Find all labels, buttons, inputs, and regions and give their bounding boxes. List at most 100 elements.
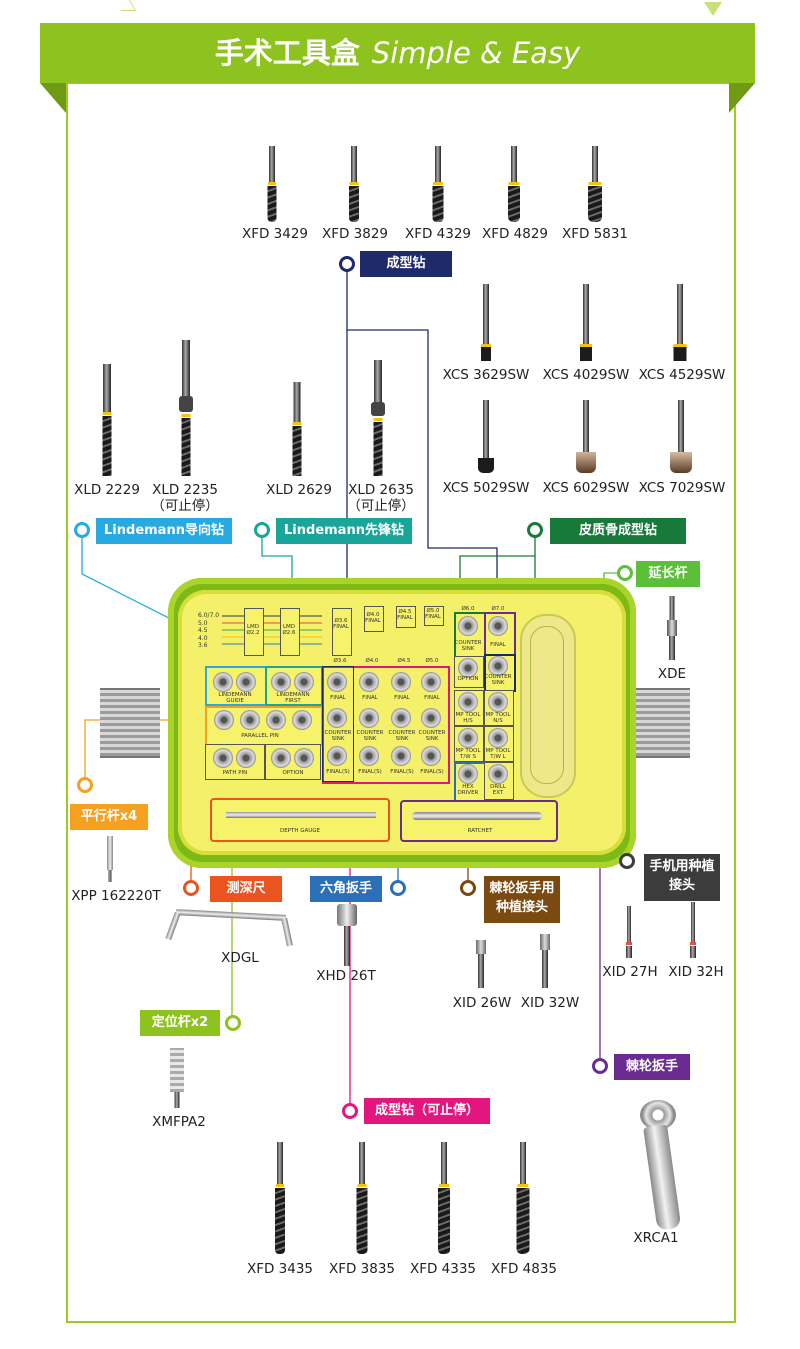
drill-xfd3429-icon <box>264 146 280 222</box>
forming-stop-tag: 成型钻（可止停） <box>364 1098 490 1124</box>
hex-driver-label: HEX DRIVER <box>457 784 479 796</box>
xdgl-label: XDGL <box>221 950 259 966</box>
final-label: FINAL <box>490 642 506 648</box>
drill-xfd4329-icon <box>430 146 446 222</box>
countersink-label: XCS 6029SW <box>542 480 630 496</box>
implant-adapter-icon <box>474 940 488 988</box>
final-s-label: FINAL(S) <box>358 769 382 775</box>
well <box>236 672 256 692</box>
locator-rod-icon <box>168 1048 186 1108</box>
tray-hinge-left <box>100 688 160 758</box>
guide-label: LINDEMANN GUIDE <box>218 692 252 704</box>
tray-color-lines <box>222 615 322 645</box>
final-slot-label: Ø3.6 FINAL <box>333 618 349 630</box>
well <box>391 708 411 728</box>
well <box>214 710 234 730</box>
ratchet-adapter-line1: 棘轮扳手用 <box>489 881 555 896</box>
extension-holder <box>520 614 576 798</box>
depth-gauge-label: DEPTH GAUGE <box>279 828 321 834</box>
green-marker <box>617 565 633 581</box>
lindemann-note: （可止停） <box>151 498 219 514</box>
final-s-label: FINAL(S) <box>326 769 350 775</box>
orange-marker <box>77 777 93 793</box>
diam-item: 4.5 <box>198 627 208 634</box>
bottom-drill-label: XFD 4335 <box>409 1261 477 1277</box>
purple-marker <box>592 1058 608 1074</box>
parallel-tag: 平行杆x4 <box>70 804 148 830</box>
drill-xfd3829-icon <box>346 146 362 222</box>
xid32h-label: XID 32H <box>668 964 724 980</box>
hex-wrench-icon <box>336 904 358 966</box>
xid27h-label: XID 27H <box>602 964 658 980</box>
well <box>240 710 260 730</box>
magenta-marker <box>342 1103 358 1119</box>
top-drill-label: XFD 3829 <box>321 226 389 242</box>
extension-tag: 延长杆 <box>636 561 700 587</box>
drill-grid <box>322 666 450 784</box>
xde-label: XDE <box>657 666 687 682</box>
well <box>271 748 291 768</box>
lmd-slot <box>244 608 264 656</box>
page-subtitle: Simple & Easy <box>371 36 581 70</box>
final-slot <box>396 606 416 628</box>
ratchet-adapter-tag: 棘轮扳手用 种植接头 <box>484 876 560 923</box>
depth-gauge-tool <box>226 812 376 818</box>
counter-sink-label: COUNTER SINK <box>454 640 482 652</box>
cyan-marker <box>74 522 90 538</box>
counter-sink-label: COUNTER SINK <box>418 730 446 742</box>
countersink-icon <box>578 284 594 361</box>
depth-gauge-slot <box>210 798 390 842</box>
countersink-label: XCS 7029SW <box>638 480 726 496</box>
final-slot <box>424 606 444 626</box>
d60-label: Ø6.0 <box>461 606 475 612</box>
handpiece-tag: 手机用种植 接头 <box>644 854 720 901</box>
lindemann-label: XLD 2229 <box>74 482 140 498</box>
option-label: OPTION <box>282 770 304 776</box>
banner-fold-left <box>40 83 66 113</box>
final-slot <box>364 606 384 632</box>
lindemann-drill-icon <box>368 360 388 476</box>
bottom-drill-label: XFD 3435 <box>246 1261 314 1277</box>
ratchet-tag: 棘轮扳手 <box>614 1054 690 1080</box>
lindemann-label: XLD 2235 <box>152 482 218 498</box>
well <box>458 692 478 712</box>
well <box>213 748 233 768</box>
counter-sink-label: COUNTER SINK <box>388 730 416 742</box>
countersink-icon <box>478 284 494 361</box>
col-head: Ø4.5 <box>397 658 411 664</box>
corner-triangle-right <box>704 2 722 16</box>
mp-tool-label: MP TOOL T/W S <box>455 748 481 760</box>
well <box>327 746 347 766</box>
bottom-drill-label: XFD 3835 <box>328 1261 396 1277</box>
yellow-green-marker <box>225 1015 241 1031</box>
final-label: FINAL <box>362 695 378 701</box>
lmd-label: LMD Ø2.2 <box>246 624 260 636</box>
depth-tag: 测深尺 <box>210 876 282 902</box>
countersink-label: XCS 4529SW <box>638 367 726 383</box>
xpp-label: XPP 162220T <box>71 888 161 904</box>
dark-green-marker <box>527 522 543 538</box>
well <box>488 728 508 748</box>
well <box>421 708 441 728</box>
xid26w-label: XID 26W <box>452 995 512 1011</box>
ratchet-adapter-line2: 种植接头 <box>495 900 548 915</box>
cortical-drill-tag: 皮质骨成型钻 <box>550 518 686 544</box>
col-head: Ø4.0 <box>365 658 379 664</box>
well <box>327 708 347 728</box>
countersink-label: XCS 3629SW <box>442 367 530 383</box>
well <box>327 672 347 692</box>
navy-marker <box>339 256 355 272</box>
top-drill-label: XFD 4329 <box>404 226 472 242</box>
ratchet-slot-label: RATCHET <box>467 828 493 834</box>
mp-tool-label: MP TOOL T/W L <box>485 748 511 760</box>
ratchet-slot <box>400 800 558 842</box>
well <box>359 746 379 766</box>
diam-item: 3.6 <box>198 642 208 649</box>
well <box>236 748 256 768</box>
col-head: Ø5.0 <box>425 658 439 664</box>
well <box>488 656 508 676</box>
parallel-pin-icon <box>104 836 116 882</box>
handpiece-line1: 手机用种植 <box>649 859 715 874</box>
ratchet-tool <box>412 812 542 820</box>
top-drill-label: XFD 4829 <box>481 226 549 242</box>
